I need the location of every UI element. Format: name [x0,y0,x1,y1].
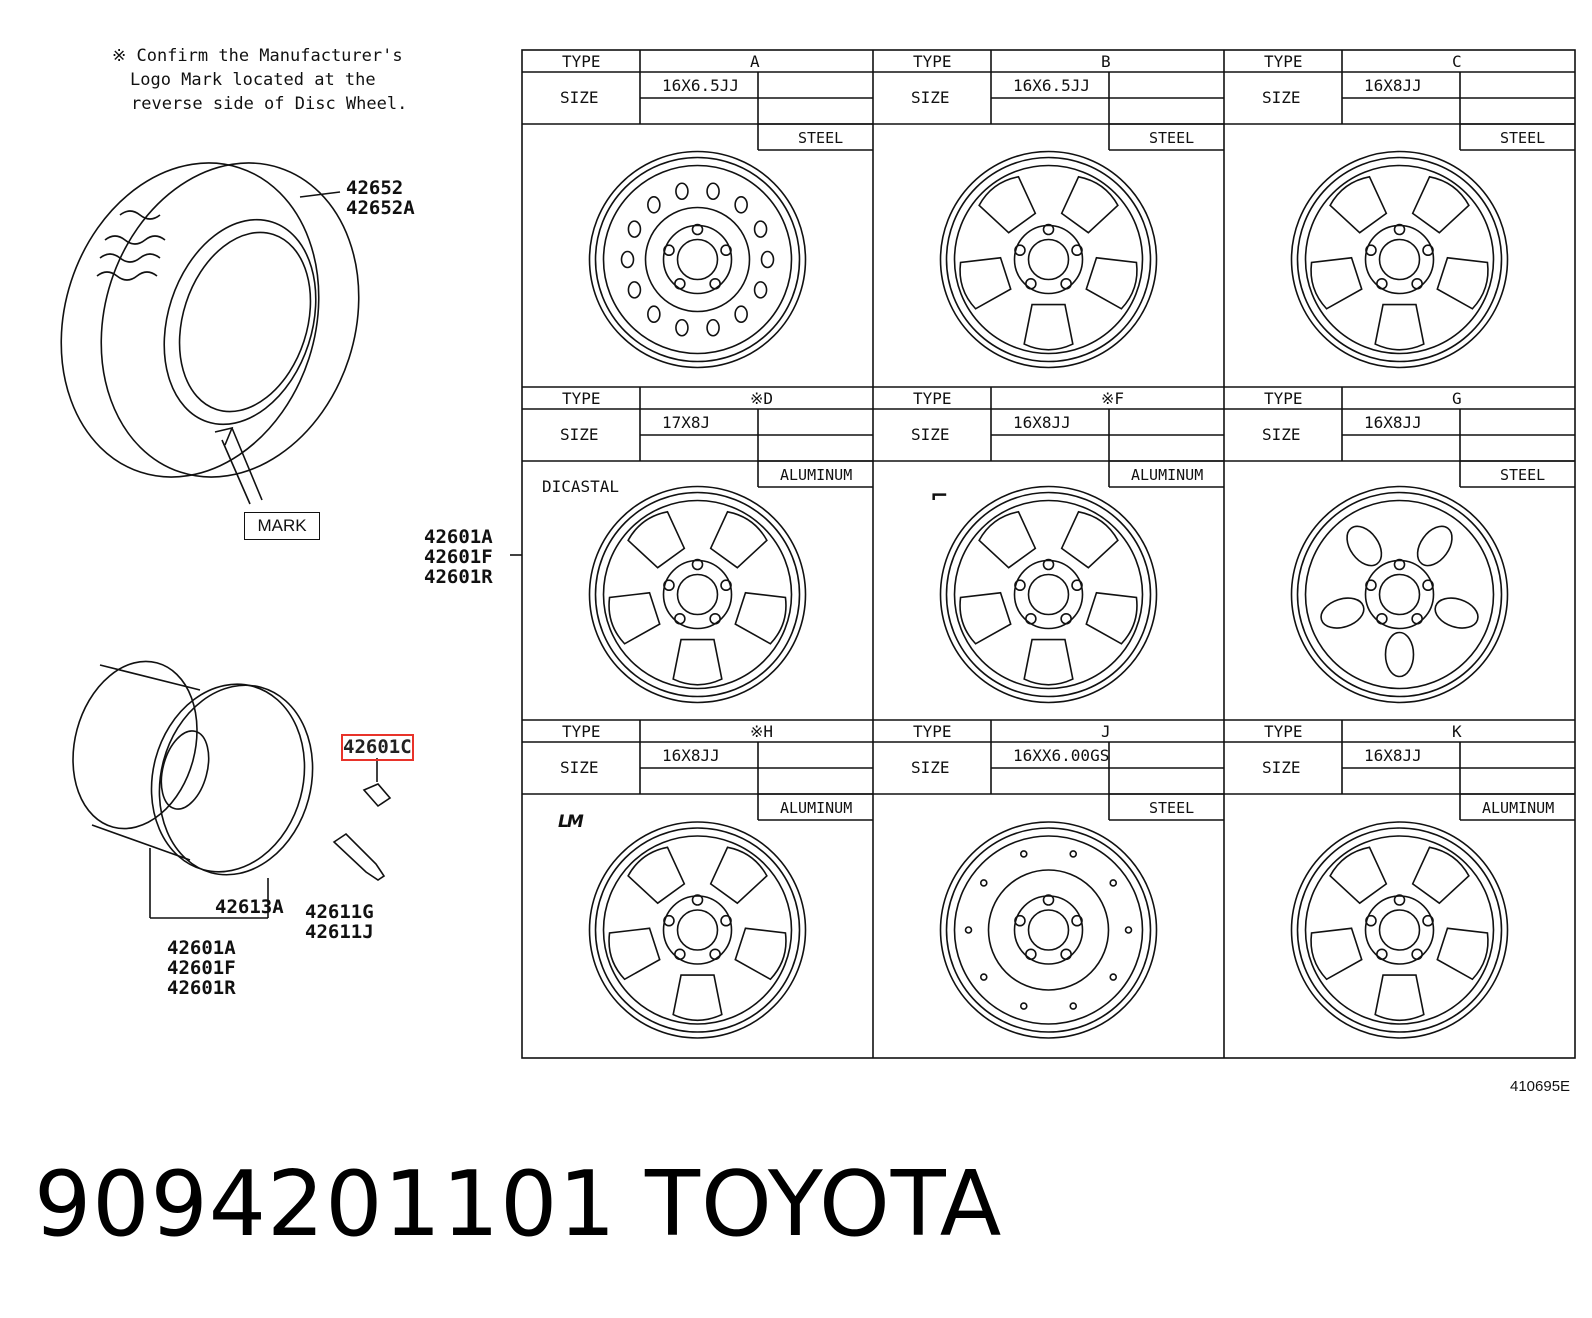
rim-illustration [72,660,392,919]
valve-part-42611g[interactable]: 42611G [305,901,374,923]
type-value-2: C [1452,52,1462,71]
brand-mark-icon: ⌐ [930,484,949,509]
wheel-drawing-8 [1290,821,1509,1039]
size-value-5: 16X8JJ [1364,413,1422,432]
type-value-5: G [1452,389,1462,408]
valve-part-42611j[interactable]: 42611J [305,921,374,943]
size-value-8: 16X8JJ [1364,746,1422,765]
note-line-3: reverse side of Disc Wheel. [131,94,408,114]
type-header-6: TYPE [562,722,601,741]
wheel-drawing-1 [939,150,1158,369]
type-value-3: ※D [750,389,774,408]
size-header-7: SIZE [911,758,950,777]
middle-part-42601a[interactable]: 42601A [424,526,493,548]
size-header-8: SIZE [1262,758,1301,777]
size-header-3: SIZE [560,425,599,444]
material-3: ALUMINUM [780,466,853,484]
size-header-5: SIZE [1262,425,1301,444]
tire-illustration [60,162,360,505]
size-header-4: SIZE [911,425,950,444]
note-line-2: Logo Mark located at the [130,70,376,90]
type-value-4: ※F [1101,389,1125,408]
note-line-1: ※ Confirm the Manufacturer's [112,46,403,66]
rim-part-42601f[interactable]: 42601F [167,957,236,979]
type-value-8: K [1452,722,1462,741]
size-value-1: 16X6.5JJ [1013,76,1091,95]
type-value-0: A [750,52,760,71]
wheel-drawing-2 [1290,150,1509,369]
type-value-7: J [1101,722,1111,741]
middle-part-42601r[interactable]: 42601R [424,566,493,588]
material-6: ALUMINUM [780,799,853,817]
type-header-1: TYPE [913,52,952,71]
material-8: ALUMINUM [1482,799,1555,817]
tire-part-42652a[interactable]: 42652A [346,197,415,219]
material-7: STEEL [1149,799,1195,817]
size-value-7: 16XX6.00GS [1013,746,1110,765]
size-value-4: 16X8JJ [1013,413,1071,432]
wheel-drawing-6 [588,821,807,1039]
wheel-drawing-3 [588,485,807,704]
type-header-3: TYPE [562,389,601,408]
type-value-1: B [1101,52,1111,71]
size-value-0: 16X6.5JJ [662,76,740,95]
mark-label: MARK [244,512,320,540]
material-1: STEEL [1149,129,1195,147]
material-4: ALUMINUM [1131,466,1204,484]
wheel-drawing-0 [588,150,807,369]
type-header-4: TYPE [913,389,952,408]
size-value-3: 17X8J [662,413,711,432]
size-header-6: SIZE [560,758,599,777]
hub-part-42613a[interactable]: 42613A [215,896,284,918]
part-number: 9094201101 [34,1152,617,1257]
size-header-2: SIZE [1262,88,1301,107]
maker-label-3: DICASTAL [542,477,620,496]
type-header-2: TYPE [1264,52,1303,71]
size-header-1: SIZE [911,88,950,107]
material-2: STEEL [1500,129,1546,147]
figure-code: 410695E [1510,1078,1571,1095]
type-value-6: ※H [750,722,774,741]
wheel-drawing-7 [939,821,1158,1039]
highlight-box [341,734,414,761]
wheel-table-grid [510,49,1576,1059]
type-header-5: TYPE [1264,389,1303,408]
material-0: STEEL [798,129,844,147]
type-header-0: TYPE [562,52,601,71]
wheel-drawing-5 [1290,485,1509,704]
material-5: STEEL [1500,466,1546,484]
brand-name: TOYOTA [645,1152,1003,1257]
size-header-0: SIZE [560,88,599,107]
tire-part-42652[interactable]: 42652 [346,177,404,199]
middle-part-42601f[interactable]: 42601F [424,546,493,568]
type-header-7: TYPE [913,722,952,741]
rim-part-42601a[interactable]: 42601A [167,937,236,959]
wheel-drawing-4 [939,485,1158,704]
lm-logo-icon: LM [558,812,584,832]
size-value-2: 16X8JJ [1364,76,1422,95]
highlighted-part-42601c[interactable]: 42601C [343,736,412,758]
type-header-8: TYPE [1264,722,1303,741]
rim-part-42601r[interactable]: 42601R [167,977,236,999]
size-value-6: 16X8JJ [662,746,720,765]
